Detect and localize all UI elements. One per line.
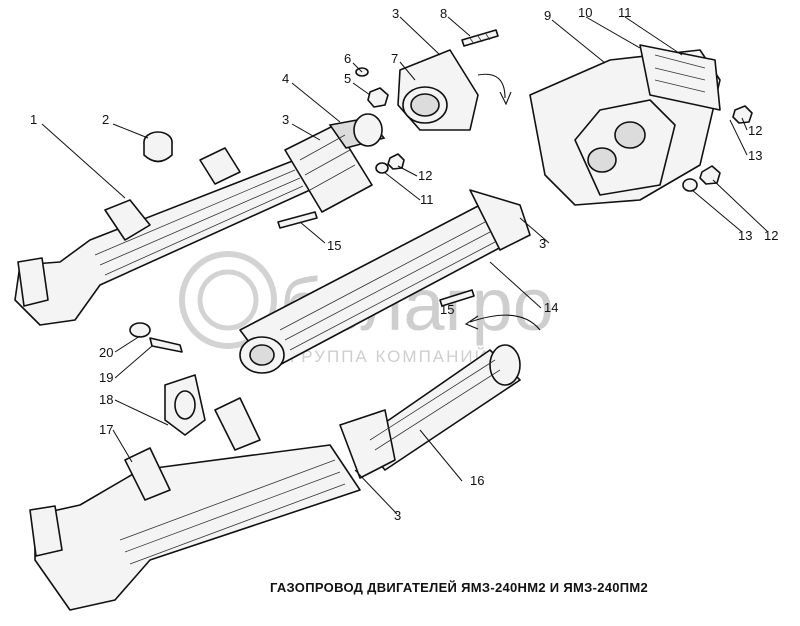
sealing-ring	[143, 131, 173, 163]
callout-12-a: 12	[748, 123, 762, 138]
bolt-19	[149, 337, 183, 353]
nut-washer-top	[355, 67, 389, 108]
callout-13-b: 13	[738, 228, 752, 243]
bushing	[129, 322, 151, 338]
turbine-housing	[529, 44, 721, 206]
callout-4: 4	[282, 71, 289, 86]
callout-3-c: 3	[539, 236, 546, 251]
callout-17: 17	[99, 422, 113, 437]
callout-9: 9	[544, 8, 551, 23]
nuts-right	[682, 105, 753, 192]
callout-11-a: 11	[618, 5, 632, 20]
nut-washer-mid	[375, 153, 405, 174]
bolt-upper	[277, 211, 318, 229]
flow-arrows	[464, 73, 541, 331]
callout-10: 10	[578, 5, 592, 20]
callout-14: 14	[544, 300, 558, 315]
lower-outlet-pipe	[339, 344, 521, 479]
callout-7: 7	[391, 51, 398, 66]
callout-labels: 1 2 3 4 3 5 6 7 3 8 9 10 11 12 13 12 13 …	[30, 5, 778, 523]
callout-11-b: 11	[420, 192, 434, 207]
callout-1: 1	[30, 112, 37, 127]
stud-bolt	[461, 29, 499, 47]
callout-20: 20	[99, 345, 113, 360]
watermark-sub: ГРУППА КОМПАНИЙ	[290, 347, 489, 366]
figure-caption: ГАЗОПРОВОД ДВИГАТЕЛЕЙ ЯМЗ-240НМ2 И ЯМЗ-2…	[270, 580, 648, 595]
callout-15-a: 15	[327, 238, 341, 253]
callout-3-a: 3	[282, 112, 289, 127]
callout-18: 18	[99, 392, 113, 407]
callout-5: 5	[344, 71, 351, 86]
callout-3-b: 3	[392, 6, 399, 21]
manifold-pipe-lower	[29, 397, 361, 611]
leader-lines	[41, 16, 769, 515]
callout-12-b: 12	[764, 228, 778, 243]
callout-15-b: 15	[440, 302, 454, 317]
bolt-middle	[439, 289, 475, 307]
middle-connecting-pipe	[239, 189, 531, 374]
callout-12-c: 12	[418, 168, 432, 183]
callout-8: 8	[440, 6, 447, 21]
callout-19: 19	[99, 370, 113, 385]
gasket	[164, 374, 206, 436]
callout-2: 2	[102, 112, 109, 127]
expansion-joint-upper	[284, 113, 386, 213]
manifold-pipe-upper	[14, 147, 311, 326]
callout-3-d: 3	[394, 508, 401, 523]
callout-16: 16	[470, 473, 484, 488]
callout-6: 6	[344, 51, 351, 66]
outlet-flange-top	[397, 49, 479, 131]
callout-13-a: 13	[748, 148, 762, 163]
